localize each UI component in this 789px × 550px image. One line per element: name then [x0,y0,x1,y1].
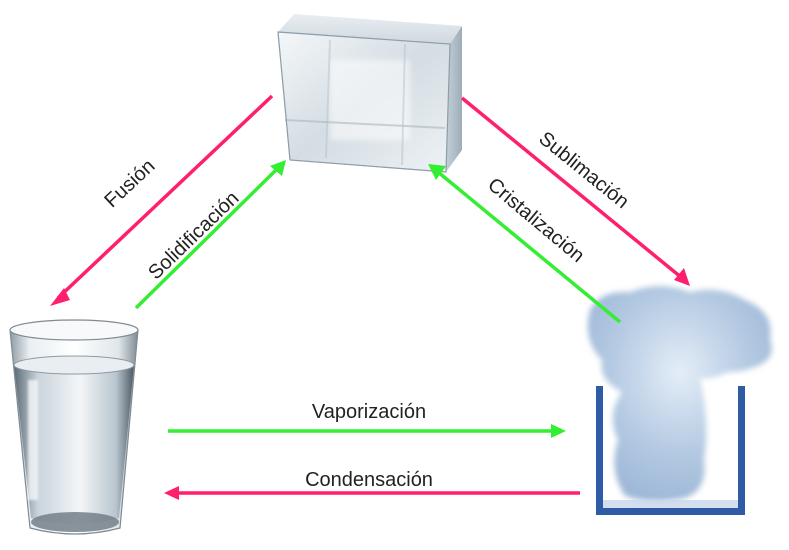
fusion-arrow [50,94,274,306]
cristalizacion-arrow [428,164,622,324]
solidificacion-arrow [134,160,286,310]
vaporizacion-label: Vaporización [312,401,426,423]
water-glass-icon [9,319,139,535]
vaporizacion-arrow [168,424,566,438]
condensacion-arrow [164,486,580,500]
sublimacion-arrow [460,96,690,286]
condensacion-label: Condensación [305,469,433,491]
steam-container-icon [587,286,772,515]
ice-cube-icon [277,14,462,173]
fusion-label: Fusión [100,155,159,212]
